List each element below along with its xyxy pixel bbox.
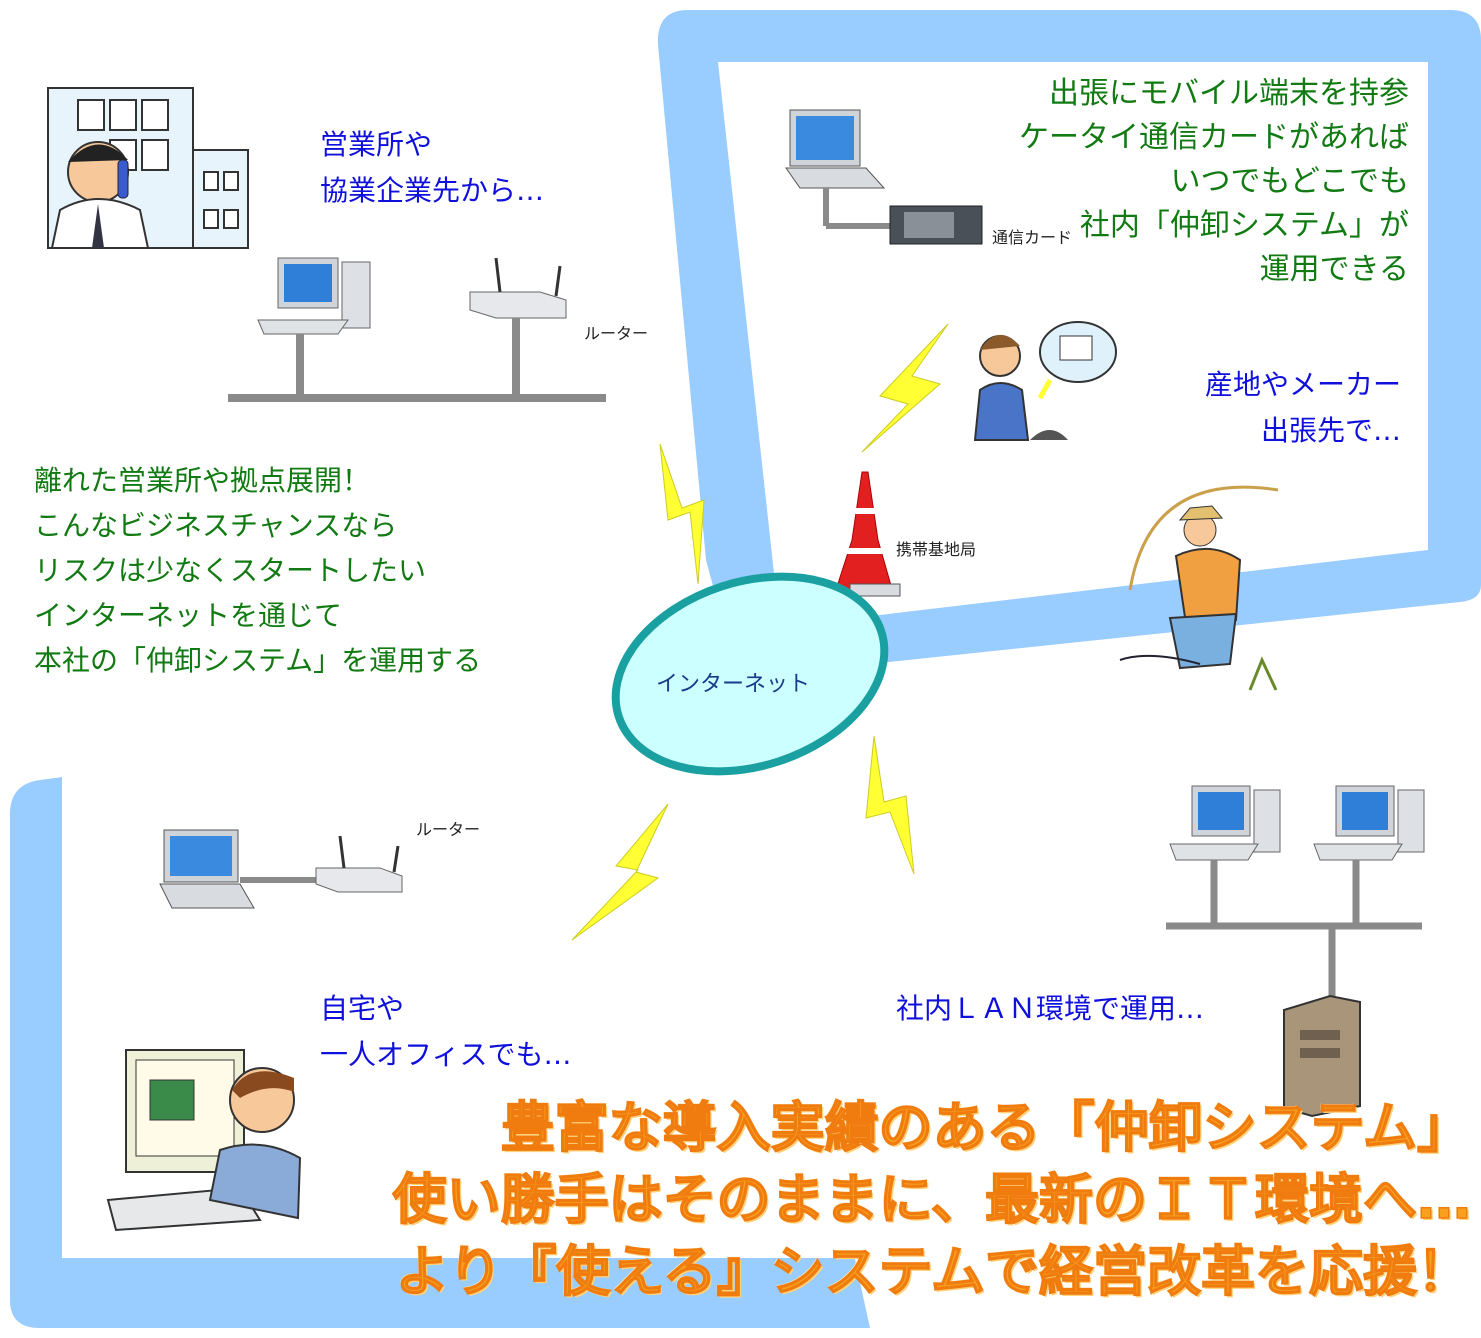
internet-cloud [611, 572, 889, 776]
card-label: 通信カード [992, 228, 1073, 247]
internet-label: インターネット [656, 672, 811, 697]
banner-line-3: より『使える』システムで経営改革を応援！ [395, 1239, 1472, 1304]
home-network [159, 829, 403, 909]
router-label-1: ルーター [584, 324, 649, 343]
lan-network [1166, 785, 1425, 1118]
mobile-message: 出張にモバイル端末を持参 ケータイ通信カードがあれば いつでもどこでも 社内「仲… [1019, 76, 1409, 287]
base-station-label: 携帯基地局 [896, 540, 977, 559]
home-label: 自宅や 一人オフィスでも… [320, 992, 572, 1071]
left-message: 離れた営業所や拠点展開！ こんなビジネスチャンスなら リスクは少なくスタートした… [34, 464, 482, 677]
field-label: 産地やメーカー 出張先で… [1204, 368, 1401, 447]
tower-icon [833, 471, 901, 597]
mobile-laptop-icon [785, 109, 983, 245]
office-network [228, 257, 606, 402]
lan-label: 社内ＬＡＮ環境で運用… [896, 992, 1205, 1025]
sales-office-label: 営業所や 協業企業先から… [320, 128, 545, 207]
banner-line-1: 豊富な導入実績のある「仲卸システム」 [500, 1095, 1472, 1160]
lightning-icons [571, 323, 949, 941]
office-building-icon [47, 87, 249, 249]
fisherman-icon [1119, 485, 1279, 691]
field-businessman-icon [973, 321, 1117, 441]
router-label-2: ルーター [416, 820, 481, 839]
home-worker-icon [106, 1049, 302, 1232]
banner-line-2: 使い勝手はそのままに、最新のＩＴ環境へ… [392, 1167, 1472, 1232]
